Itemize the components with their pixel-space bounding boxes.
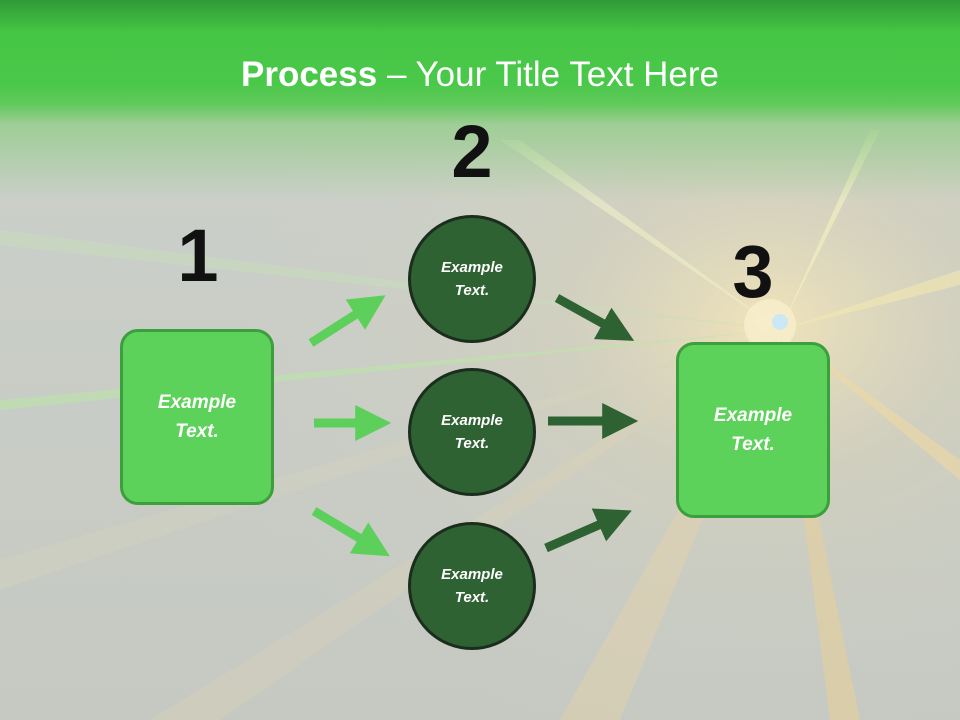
step-2-circle-1[interactable]: Example Text. bbox=[408, 215, 536, 343]
arrow-right-icon bbox=[554, 294, 635, 341]
title-rest: – Your Title Text Here bbox=[377, 55, 719, 94]
step-2-text-2: Example Text. bbox=[441, 412, 503, 452]
step-1-text: Example Text. bbox=[157, 392, 237, 442]
step-2-circle-3[interactable]: Example Text. bbox=[408, 522, 536, 650]
step-number-2: 2 bbox=[451, 110, 493, 193]
step-3-text: Example Text. bbox=[713, 405, 793, 455]
step-number-1: 1 bbox=[177, 214, 219, 297]
step-2-circle-2[interactable]: Example Text. bbox=[408, 368, 536, 496]
step-3-box[interactable]: Example Text. bbox=[676, 342, 830, 518]
slide-title: Process – Your Title Text Here bbox=[0, 54, 960, 96]
step-2-text-3: Example Text. bbox=[441, 566, 503, 606]
title-bar bbox=[0, 0, 960, 200]
arrow-right-icon bbox=[308, 295, 386, 347]
title-bold: Process bbox=[241, 55, 378, 94]
arrow-right-icon bbox=[311, 507, 390, 557]
arrow-right-icon bbox=[544, 508, 632, 553]
step-1-box[interactable]: Example Text. bbox=[120, 329, 274, 505]
step-2-text-1: Example Text. bbox=[441, 259, 503, 299]
step-number-3: 3 bbox=[732, 230, 774, 313]
